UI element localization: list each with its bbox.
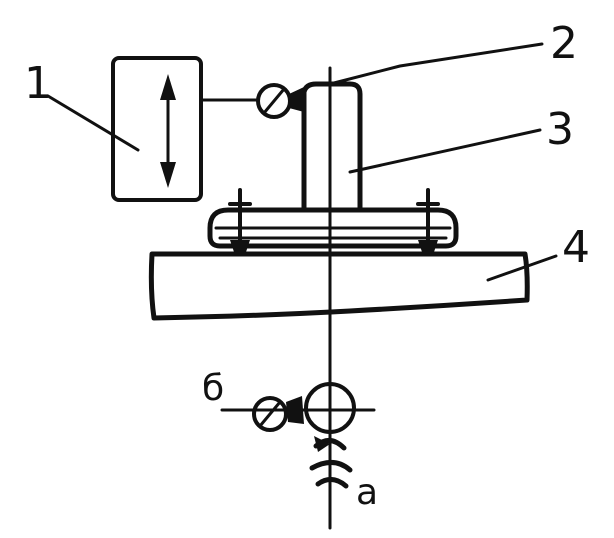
label-b: б: [202, 368, 224, 409]
indicator-box: [111, 56, 203, 202]
left-bolt: [228, 188, 252, 254]
upper-sensor: [256, 83, 304, 119]
leader-3: [348, 128, 542, 174]
pillar: [301, 81, 363, 213]
label-2: 2: [550, 18, 578, 69]
rotation-arrow-icon: [309, 436, 353, 489]
lower-sensor: [220, 382, 376, 434]
mounting-plate: [207, 188, 459, 254]
right-bolt: [416, 188, 440, 254]
label-4: 4: [562, 222, 590, 273]
leader-2: [328, 42, 544, 86]
leader-4: [486, 254, 558, 282]
indicator-unit: [111, 56, 258, 202]
base-slab: [148, 251, 530, 321]
label-3: 3: [546, 104, 574, 155]
label-1: 1: [24, 58, 52, 109]
double-arrow-icon: [160, 74, 176, 188]
leader-1: [46, 94, 140, 152]
label-a: а: [356, 472, 378, 513]
